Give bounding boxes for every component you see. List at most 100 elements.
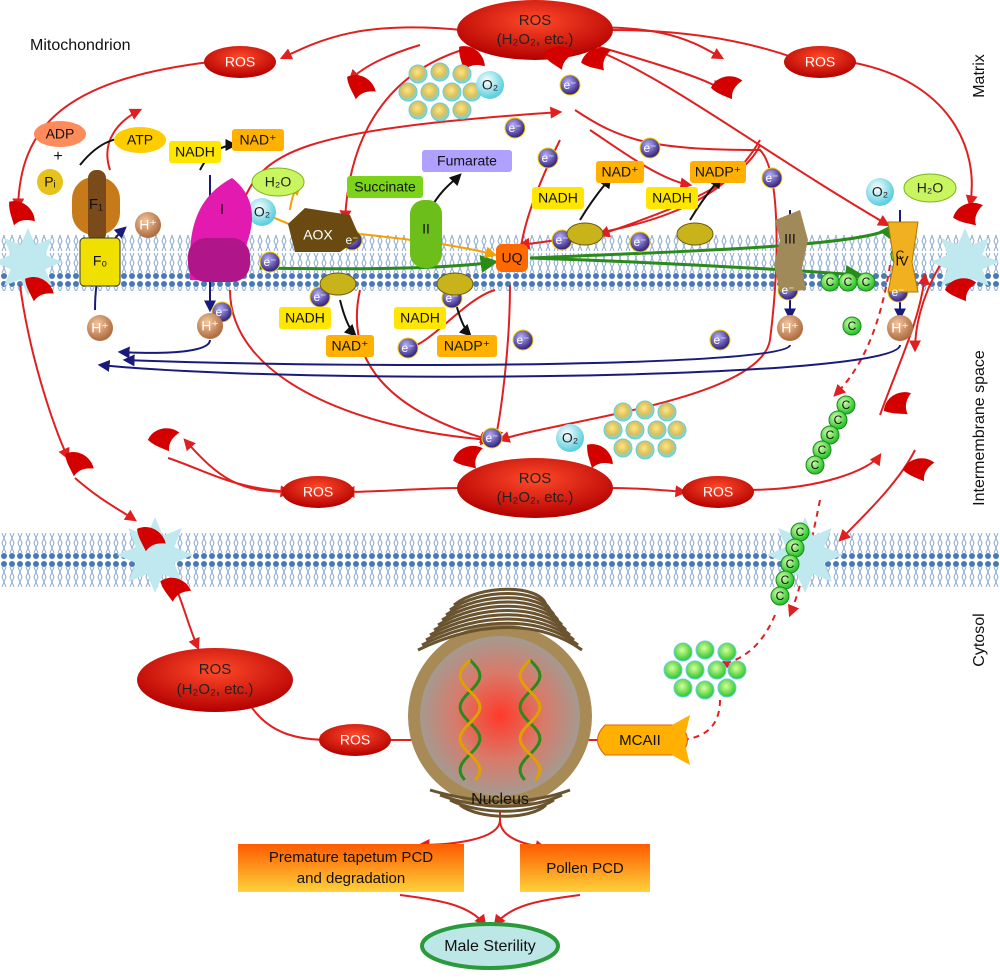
cytochrome-c-icon	[828, 410, 848, 430]
cytc-release-arrow	[672, 699, 721, 746]
nucleus-label: Nucleus	[471, 791, 529, 808]
nadh-box	[169, 141, 221, 163]
nadph-dehydrogenase-icon	[436, 272, 474, 296]
ros-flow-arrow	[744, 453, 882, 491]
dna-helix	[518, 658, 542, 781]
ros-flow-arrow	[167, 457, 293, 498]
endoplasmic-reticulum	[439, 793, 563, 808]
cytochrome-c-label: C	[834, 413, 843, 427]
ros-small-label: ROS	[703, 484, 733, 500]
oxygen-molecule-dot	[408, 64, 428, 84]
ros-small-label: ROS	[303, 484, 333, 500]
ros-scissor-shape	[347, 75, 376, 100]
cytochrome-c-label: C	[826, 428, 835, 442]
cytochrome-c-cluster-dot	[707, 660, 727, 680]
electron-label: e⁻	[643, 141, 656, 155]
ros-flow-arrow	[605, 485, 688, 498]
ros-flow-arrow	[499, 819, 548, 853]
ros-flow-arrow	[279, 26, 463, 60]
oxygen-molecule-dot	[603, 420, 623, 440]
ros-small-label: ROS	[805, 54, 835, 70]
ros-scissor-shape	[944, 278, 977, 302]
endoplasmic-reticulum	[421, 621, 579, 647]
label-pi: Pᵢ	[44, 174, 56, 190]
proton-arrow	[97, 344, 901, 378]
ros-scissor-shape	[543, 46, 576, 70]
ros-small-blob	[204, 46, 276, 78]
cytochrome-c-cluster-dot	[695, 680, 715, 700]
label-nadh: NADH	[400, 310, 440, 326]
electron-label: e⁻	[765, 171, 778, 185]
nadp-box	[690, 161, 746, 183]
label-nadh: NADH	[538, 190, 578, 206]
cytochrome-c-cluster-dot	[685, 660, 705, 680]
cytochrome-c-cluster-dot	[663, 660, 683, 680]
oxygen-label: O₂	[562, 430, 578, 446]
electron-icon	[512, 329, 534, 351]
water-label: H₂O	[265, 174, 292, 190]
cytochrome-c-label: C	[896, 248, 905, 262]
ros-scissor-icon	[160, 577, 192, 602]
oxygen-molecule-dot	[452, 64, 472, 84]
electron-icon	[259, 251, 281, 273]
ros-scissor-shape	[902, 458, 935, 482]
electron-label: e⁻	[555, 233, 568, 247]
ros-flow-arrow	[355, 289, 493, 444]
ros-flow-arrow	[879, 272, 930, 416]
ros-scissor-shape	[459, 46, 485, 71]
electron-transfer-arrow	[529, 256, 864, 283]
electron-label: e⁻	[516, 333, 529, 347]
cytochrome-c-label: C	[811, 458, 820, 472]
ros-big-formula: (H₂O₂, etc.)	[177, 681, 254, 698]
ros-small-blob	[682, 476, 754, 508]
atp-synthase-stalk	[88, 170, 106, 242]
oxygen-molecule-dot	[430, 62, 450, 82]
electron-transfer-arrow	[259, 254, 499, 273]
atp-synthase-f0-label: F₀	[93, 253, 108, 269]
electron-label: e⁻	[485, 431, 498, 445]
cytochrome-c-label: C	[818, 443, 827, 457]
ros-scissor-shape	[147, 428, 180, 452]
ros-scissor-icon	[710, 76, 743, 100]
label-adp: ADP	[46, 126, 75, 142]
ros-flow-arrow	[909, 264, 941, 353]
electron-label: e⁻	[215, 305, 228, 319]
proton-icon	[777, 315, 803, 341]
nad-box	[596, 161, 644, 183]
membrane-pore-icon	[117, 517, 193, 593]
nadh-box	[394, 307, 446, 329]
adp-icon	[34, 121, 86, 147]
premature-pcd-line1: Premature tapetum PCD	[269, 849, 433, 866]
pi-icon	[37, 169, 63, 195]
endoplasmic-reticulum	[453, 587, 548, 607]
endoplasmic-reticulum	[433, 609, 568, 632]
complex-iv-shape	[887, 221, 919, 293]
electron-label: e⁻	[508, 121, 521, 135]
male-sterility-label: Male Sterility	[444, 938, 536, 955]
oxygen-molecule-dot	[430, 102, 450, 122]
electron-label: e⁻	[781, 283, 794, 297]
ros-flow-arrow	[595, 49, 891, 227]
cytochrome-c-label: C	[781, 573, 790, 587]
ros-big-formula: (H₂O₂, etc.)	[497, 31, 574, 48]
nad-box	[232, 129, 284, 151]
complex-ii-label: II	[422, 221, 430, 237]
mcaii-label: MCAII	[619, 732, 661, 749]
water-icon	[903, 173, 957, 203]
endoplasmic-reticulum	[449, 798, 555, 813]
oxygen-molecule-dot	[647, 420, 667, 440]
ros-flow-arrow	[609, 29, 803, 63]
proton-label: H⁺	[91, 320, 109, 336]
proton-arrow	[117, 339, 211, 359]
fumarate-box	[422, 150, 512, 172]
electron-icon	[397, 337, 419, 359]
electron-label: e⁻	[313, 290, 326, 304]
cytochrome-c-label: C	[786, 557, 795, 571]
cytochrome-c-icon	[856, 272, 876, 292]
nad-box	[326, 335, 374, 357]
cytochrome-c-icon	[770, 586, 790, 606]
cytochrome-c-cluster-dot	[695, 640, 715, 660]
ros-flow-arrow	[74, 477, 137, 522]
ros-flow-arrow	[239, 106, 563, 211]
electron-icon	[639, 137, 661, 159]
